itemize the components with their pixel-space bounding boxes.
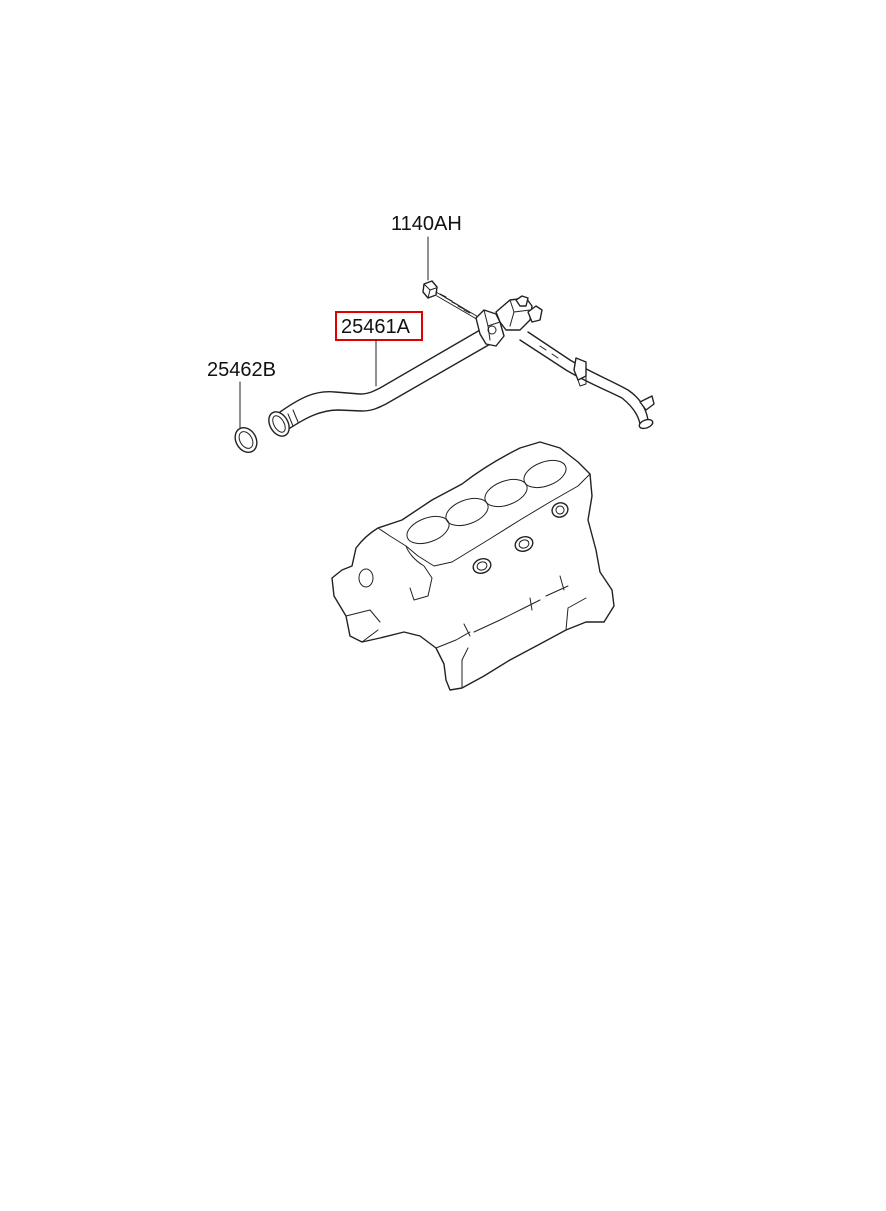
bolt-1140AH-drawing: [422, 280, 481, 322]
label-25461A[interactable]: 25461A: [341, 316, 411, 338]
engine-block-drawing: [331, 441, 615, 691]
highlight-box-25461A: [335, 311, 423, 341]
o-ring-25462B-drawing: [234, 426, 258, 454]
water-pipe-25461A-drawing: [268, 295, 655, 437]
label-1140AH[interactable]: 1140AH: [391, 213, 462, 235]
label-25462B[interactable]: 25462B: [207, 359, 276, 381]
